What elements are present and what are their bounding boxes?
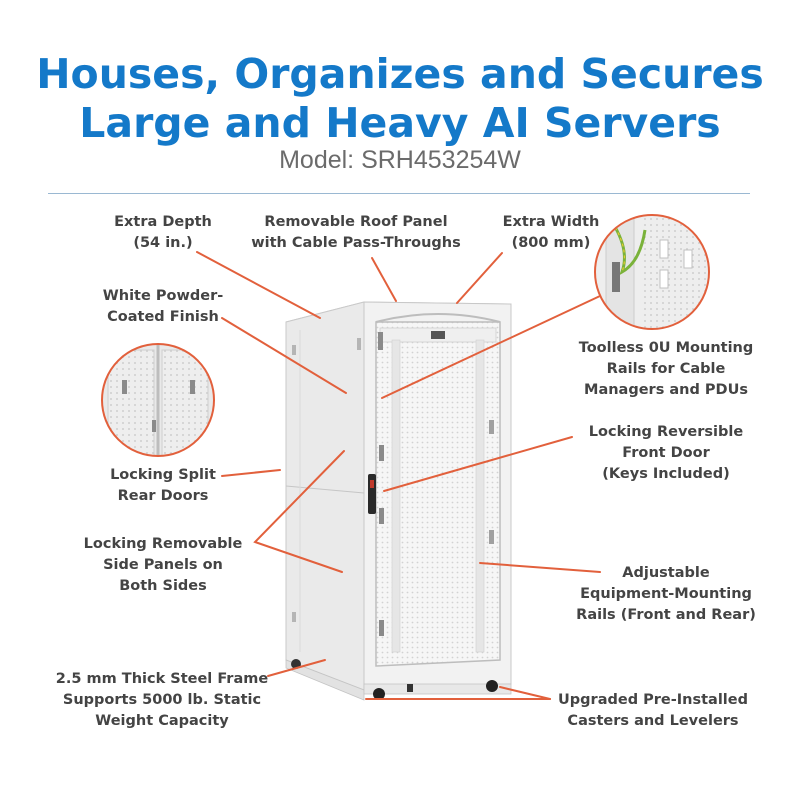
brand-plate <box>431 331 445 339</box>
page-title-line-2: Large and Heavy AI Servers <box>79 99 721 147</box>
caster <box>486 680 498 692</box>
caster <box>373 688 385 700</box>
page-title-line-1: Houses, Organizes and Secures <box>36 50 764 98</box>
toolless-rails-inset <box>595 215 709 329</box>
callout-extra-depth: Extra Depth(54 in.) <box>114 214 212 251</box>
callout-powder-coat: White Powder-Coated Finish <box>102 288 224 325</box>
callout-lines <box>196 251 601 700</box>
callout-extra-width: Extra Width(800 mm) <box>502 214 600 251</box>
rack-front-door <box>375 321 501 667</box>
header-divider <box>48 193 750 194</box>
rack-side-panel <box>285 301 365 691</box>
rear-doors-inset <box>102 344 214 456</box>
model-number: Model: SRH453254W <box>279 146 521 174</box>
